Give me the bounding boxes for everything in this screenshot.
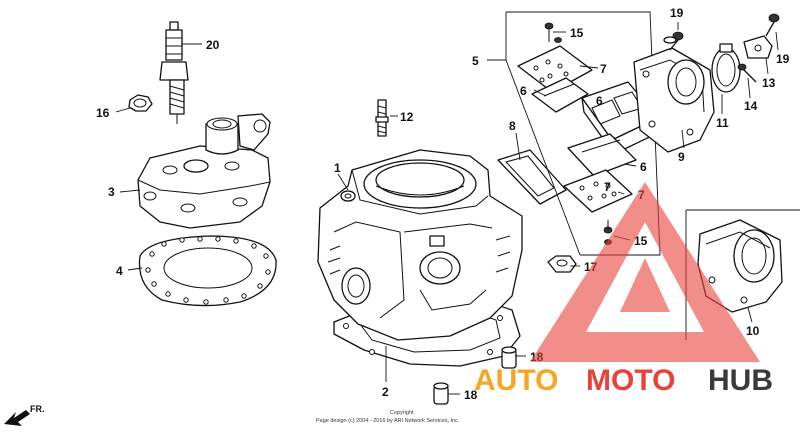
reed-stopper-lower[interactable] <box>563 169 633 213</box>
cable-bracket[interactable] <box>743 35 773 59</box>
label-15a[interactable]: 15 <box>570 26 584 40</box>
label-8[interactable]: 8 <box>509 119 516 133</box>
label-19b[interactable]: 19 <box>776 52 790 66</box>
spark-plug[interactable] <box>159 21 189 124</box>
intake-manifold[interactable] <box>633 47 715 153</box>
copyright-line2: Page design (c) 2004 - 2016 by ARI Netwo… <box>316 418 460 424</box>
nut[interactable] <box>128 94 153 112</box>
stud-bolt[interactable] <box>375 99 389 137</box>
intake-assembly[interactable] <box>697 219 783 313</box>
label-10[interactable]: 10 <box>746 324 760 338</box>
reed-valve-upper[interactable] <box>531 77 589 113</box>
bolt-right[interactable] <box>765 13 780 37</box>
screw[interactable] <box>737 63 757 83</box>
watermark-moto: MOTO <box>586 364 675 397</box>
label-6c[interactable]: 6 <box>640 160 647 174</box>
watermark-auto: AUTO <box>474 364 558 397</box>
label-19a[interactable]: 19 <box>670 6 684 20</box>
direction-label: FR. <box>30 404 45 414</box>
label-2[interactable]: 2 <box>382 385 389 399</box>
watermark-triangle <box>530 182 760 362</box>
cylinder[interactable] <box>317 149 523 341</box>
label-6a[interactable]: 6 <box>520 84 527 98</box>
label-6b[interactable]: 6 <box>596 94 603 108</box>
reed-stopper-upper[interactable] <box>517 45 593 93</box>
copyright-line1: Copyright <box>390 410 414 416</box>
reed-valve-lower[interactable] <box>567 133 637 177</box>
bolt-upper[interactable] <box>501 346 517 369</box>
label-9[interactable]: 9 <box>678 150 685 164</box>
watermark-hub: HUB <box>708 364 773 397</box>
label-11[interactable]: 11 <box>716 116 729 130</box>
label-3[interactable]: 3 <box>108 185 115 199</box>
leader-lines <box>115 22 779 395</box>
label-20[interactable]: 20 <box>206 38 220 52</box>
hose-clamp[interactable] <box>711 43 741 93</box>
label-16[interactable]: 16 <box>96 106 110 120</box>
label-7a[interactable]: 7 <box>600 62 607 76</box>
arrow-icon <box>4 410 30 426</box>
watermark-logo <box>530 182 760 362</box>
reed-gasket[interactable] <box>497 149 567 205</box>
label-5[interactable]: 5 <box>472 54 479 68</box>
label-1[interactable]: 1 <box>334 161 341 175</box>
bolt-left[interactable] <box>663 31 684 51</box>
label-12[interactable]: 12 <box>400 110 414 124</box>
label-13[interactable]: 13 <box>762 76 776 90</box>
screw-upper[interactable] <box>544 22 562 43</box>
label-18b[interactable]: 18 <box>464 388 478 402</box>
head-gasket[interactable] <box>138 235 277 307</box>
label-7b[interactable]: 7 <box>604 180 611 194</box>
label-4[interactable]: 4 <box>116 264 123 278</box>
cylinder-head[interactable] <box>137 113 271 229</box>
part-labels: 20 16 3 4 12 1 2 8 5 15 7 6 6 6 7 7 15 1… <box>96 6 790 402</box>
front-direction-indicator: FR. <box>4 404 45 426</box>
label-15b[interactable]: 15 <box>634 234 648 248</box>
flange-nut[interactable] <box>547 255 577 273</box>
bolt-lower[interactable] <box>433 382 449 405</box>
label-14[interactable]: 14 <box>744 99 758 113</box>
